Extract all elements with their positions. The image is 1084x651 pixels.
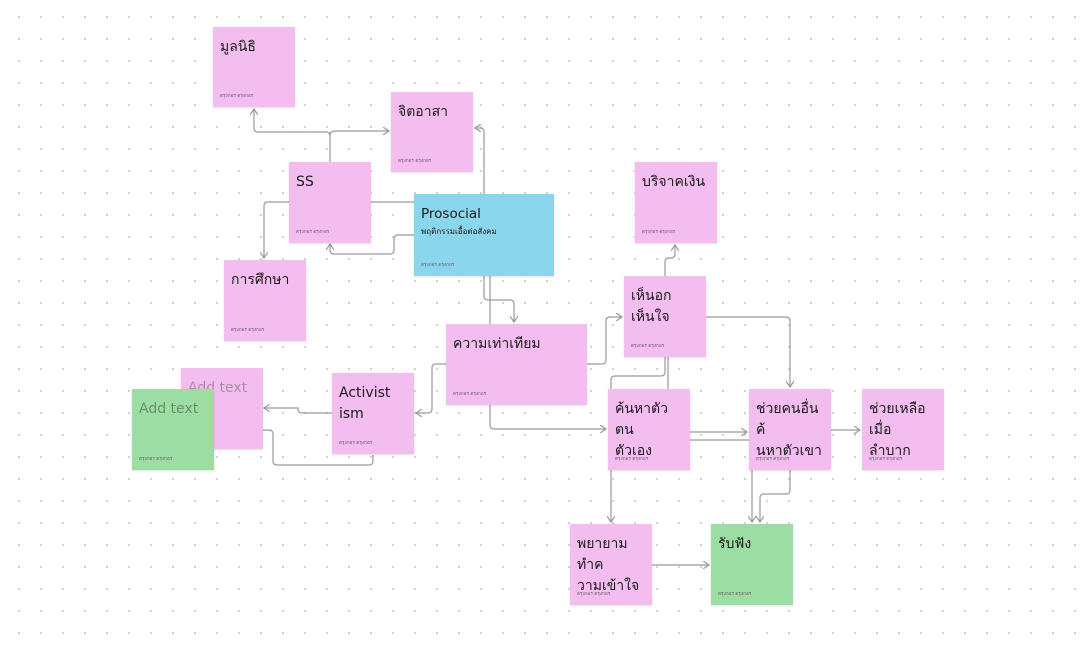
sticky-note-author: ตรุงกอร ตรุงกอร [421,262,455,267]
sticky-note-author: ตรุงกอร ตรุงกอร [577,591,611,596]
connector-ss-to-jitasa [329,131,389,137]
connector-equality-to-activist [416,363,446,413]
sticky-note-text: เห็นอกเห็นใจ [631,288,672,325]
sticky-note-text: ช่วยเหลือเมื่อ ลำบาก [869,401,926,459]
sticky-note-author: ตรุงกอร ตรุงกอร [220,93,254,98]
sticky-note-education[interactable]: การศึกษา ตรุงกอร ตรุงกอร [224,260,306,341]
sticky-note-mulaniti[interactable]: มูลนิธิ ตรุงกอร ตรุงกอร [213,27,295,107]
sticky-note-prosocial[interactable]: Prosocial พฤติกรรมเอื้อต่อสังคม ตรุงกอร … [414,194,554,276]
sticky-note-author: ตรุงกอร ตรุงกอร [869,456,903,461]
connector-helpfind-to-listen [760,470,791,522]
sticky-note-author: ตรุงกอร ตรุงกอร [631,343,665,348]
sticky-note-text: จิตอาสา [398,104,448,120]
sticky-note-text: การศึกษา [231,272,290,288]
connector-prosocial-to-equality [483,276,514,322]
sticky-note-text: Activist ism [339,385,391,422]
sticky-note-author: ตรุงกอร ตรุงกอร [756,456,790,461]
sticky-note-author: ตรุงกอร ตรุงกอร [615,456,649,461]
connector-prosocial-to-jitasa [475,128,485,194]
connector-ss-to-mulaniti [254,109,331,162]
sticky-note-text: บริจาคเงิน [642,174,706,190]
connector-empathy-to-helpfind [706,316,790,387]
sticky-note-listen[interactable]: รับฟัง ตรุงกอร ตรุงกอร [711,524,793,605]
sticky-note-helpfind[interactable]: ช่วยคนอื่นค้ นหาตัวเขา ตรุงกอร ตรุงกอร [749,389,831,470]
connector-activist-to-addtext [264,408,332,414]
connector-equality-to-empathy [587,317,622,365]
sticky-note-activist[interactable]: Activist ism ตรุงกอร ตรุงกอร [332,373,414,454]
sticky-note-author: ตรุงกอร ตรุงกอร [339,440,373,445]
sticky-note-text: พยายามทำค วามเข้าใจ [577,536,640,594]
sticky-note-author: ตรุงกอร ตรุงกอร [718,591,752,596]
sticky-note-jitasa[interactable]: จิตอาสา ตรุงกอร ตรุงกอร [391,92,473,172]
sticky-note-author: ตรุงกอร ตรุงกอร [296,229,330,234]
sticky-note-author: ตรุงกอร ตรุงกอร [453,391,487,396]
sticky-note-ss[interactable]: SS ตรุงกอร ตรุงกอร [289,162,371,243]
sticky-note-selfsearch[interactable]: ค้นหาตัวตน ตัวเอง ตรุงกอร ตรุงกอร [608,389,690,470]
sticky-note-text[interactable]: Add text [139,401,199,417]
sticky-note-helphard[interactable]: ช่วยเหลือเมื่อ ลำบาก ตรุงกอร ตรุงกอร [862,389,944,470]
sticky-note-text: Prosocial [421,206,481,222]
sticky-note-equality[interactable]: ความเท่าเทียม ตรุงกอร ตรุงกอร [446,324,587,405]
connector-ss-to-education [264,201,289,258]
sticky-note-addtext-front[interactable]: Add text ตรุงกอร ตรุงกอร [132,389,214,470]
sticky-note-text: ความเท่าเทียม [453,336,541,352]
sticky-note-empathy[interactable]: เห็นอกเห็นใจ ตรุงกอร ตรุงกอร [624,276,706,357]
sticky-note-understand[interactable]: พยายามทำค วามเข้าใจ ตรุงกอร ตรุงกอร [570,524,652,605]
sticky-note-author: ตรุงกอร ตรุงกอร [642,229,676,234]
sticky-note-text: มูลนิธิ [220,39,256,55]
sticky-note-author: ตรุงกอร ตรุงกอร [231,327,265,332]
sticky-note-donate[interactable]: บริจาคเงิน ตรุงกอร ตรุงกอร [635,162,717,243]
sticky-note-author: ตรุงกอร ตรุงกอร [398,158,432,163]
sticky-note-text: รับฟัง [718,536,752,552]
sticky-note-text: ค้นหาตัวตน ตัวเอง [615,401,668,459]
sticky-note-text: SS [296,174,314,190]
sticky-note-subtitle: พฤติกรรมเอื้อต่อสังคม [421,227,497,236]
sticky-note-author: ตรุงกอร ตรุงกอร [139,456,173,461]
connector-empathy-to-donate [664,245,675,276]
sticky-note-text: ช่วยคนอื่นค้ นหาตัวเขา [756,401,822,459]
